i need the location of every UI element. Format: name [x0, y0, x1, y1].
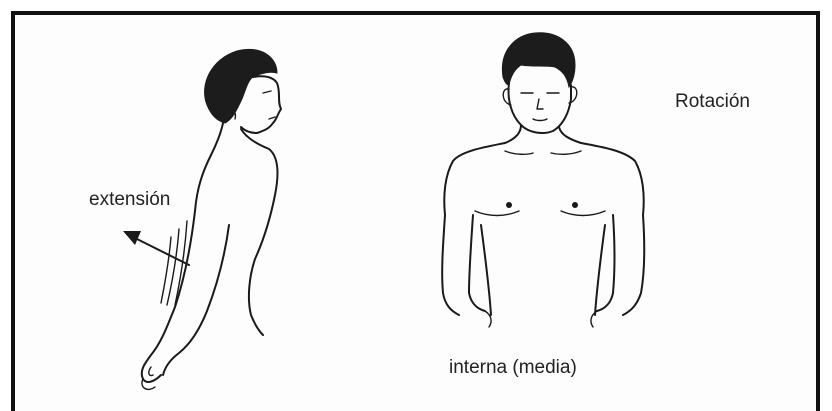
front-figure-neck-right	[559, 127, 581, 143]
front-figure-hair	[502, 33, 575, 87]
side-figure-back	[195, 123, 223, 211]
front-figure-nipple-left	[506, 202, 512, 208]
front-figure-right-shoulder	[581, 143, 644, 215]
front-figure-chest-left	[475, 211, 519, 216]
front-figure-face	[509, 83, 572, 133]
front-view-figure	[442, 33, 644, 327]
front-figure-left-arm-outer	[442, 215, 459, 315]
front-figure-neck-left	[505, 125, 521, 143]
shoulder-movement-illustration	[15, 15, 820, 411]
front-figure-mouth	[533, 119, 547, 121]
front-figure-torso-left	[481, 225, 491, 315]
front-figure-chest-right	[561, 211, 605, 216]
rotation-label: Rotación	[675, 91, 750, 113]
front-figure-left-shoulder	[444, 143, 505, 215]
illustration-frame: extensión Rotación interna (media)	[11, 11, 820, 411]
front-figure-nipple-right	[572, 202, 578, 208]
side-figure-hair	[205, 49, 277, 123]
side-figure-front	[241, 129, 277, 335]
side-figure-eye	[263, 91, 271, 93]
front-figure-clavicle-left	[505, 151, 533, 154]
extension-label: extensión	[89, 189, 170, 211]
side-figure-mouth	[269, 117, 275, 119]
front-figure-torso-right	[595, 225, 605, 315]
side-figure-hand	[142, 367, 155, 389]
front-figure-right-arm-outer	[623, 215, 644, 315]
arrow-up-left-icon	[123, 231, 189, 265]
internal-rotation-label: interna (media)	[449, 357, 577, 379]
front-figure-clavicle-right	[551, 151, 581, 154]
front-figure-nose	[537, 99, 543, 109]
front-figure-left-arm-inner	[469, 215, 485, 311]
side-view-figure	[142, 49, 281, 389]
side-figure-arm-inner	[163, 225, 229, 375]
